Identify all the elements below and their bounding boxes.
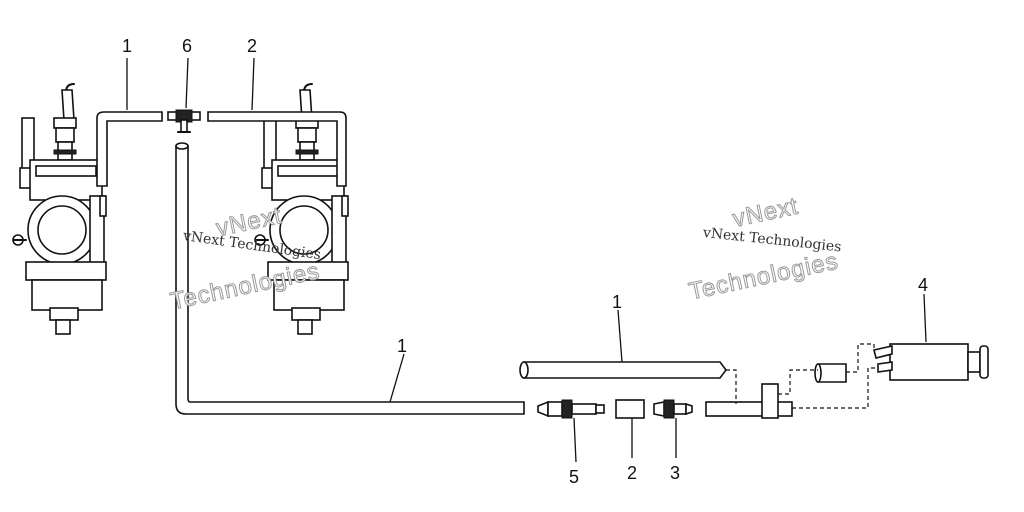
watermark-right-caption: vNext Technologies <box>701 225 842 256</box>
callout-hose-top-right: 2 <box>247 36 257 56</box>
watermark-right-line1: vNext <box>730 193 801 233</box>
fitting-5 <box>537 399 605 419</box>
hose-short <box>523 361 727 379</box>
callout-hose-short: 1 <box>612 292 622 312</box>
callout-sleeve-2: 2 <box>627 463 637 483</box>
callout-hose-long: 1 <box>397 336 407 356</box>
hose-long <box>175 145 525 415</box>
callout-tee-fitting: 6 <box>182 36 192 56</box>
tee-fitting <box>167 109 201 133</box>
carburetor-left <box>12 83 107 335</box>
leader-lines <box>126 57 927 463</box>
callout-pump: 4 <box>918 275 928 295</box>
callout-fitting-5: 5 <box>569 467 579 487</box>
fitting-3 <box>653 399 693 419</box>
hose-top-right <box>207 111 347 187</box>
callout-fitting-3: 3 <box>670 463 680 483</box>
pump-assembly <box>705 343 989 419</box>
hose-top-left <box>96 111 163 187</box>
watermark-right-line2: Technologies <box>687 248 841 306</box>
sleeve-2 <box>615 399 645 419</box>
callout-hose-top-left: 1 <box>122 36 132 56</box>
